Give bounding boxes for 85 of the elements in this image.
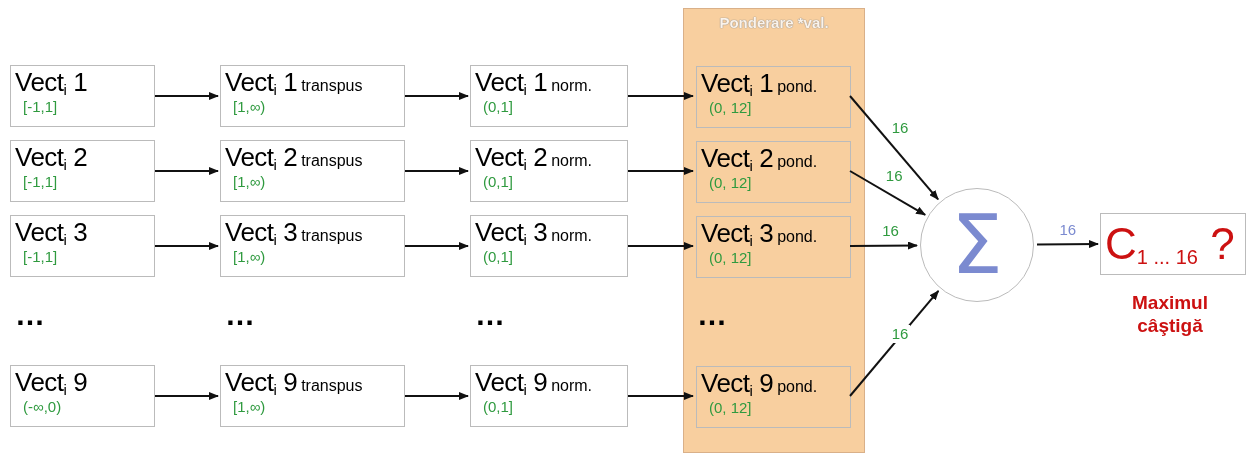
arrow [627, 242, 694, 250]
vector-suffix: pond. [777, 77, 818, 97]
vector-suffix: pond. [777, 227, 818, 247]
vector-suffix: norm. [551, 151, 593, 171]
vector-suffix: pond. [777, 152, 818, 172]
vector-box [696, 141, 851, 203]
vector-box [470, 140, 628, 202]
ellipsis: … [15, 300, 45, 330]
vector-box [10, 65, 155, 127]
weighting-band [683, 8, 865, 453]
value-range: [-1,1] [22, 98, 59, 116]
vector-box [220, 65, 405, 127]
output-caption: Maximul câştigă [1131, 291, 1209, 337]
value-range: [-1,1] [22, 248, 59, 266]
vector-name: Vect$_{i}$ 9 [225, 366, 298, 398]
vector-name: Vect$_{i}$ 3 [701, 217, 774, 249]
vector-name: Vect$_{i}$ 2 [701, 142, 774, 174]
vector-name: Vect$_{i}$ 3 [475, 216, 548, 248]
vector-name: Vect$_{i}$ 1 [701, 67, 774, 99]
vector-suffix: norm. [551, 226, 593, 246]
arrow [627, 92, 694, 100]
vector-box [470, 215, 628, 277]
ellipsis: … [225, 300, 255, 330]
vector-name: Vect$_{i}$ 2 [225, 141, 298, 173]
vector-box [696, 366, 851, 428]
arrow [404, 392, 469, 400]
value-range: (0,1] [482, 248, 514, 266]
value-range: (0,1] [482, 173, 514, 191]
vector-name: Vect$_{i}$ 9 [15, 366, 88, 398]
vector-box [10, 215, 155, 277]
vector-box [10, 140, 155, 202]
value-range: (0, 12] [708, 249, 753, 267]
value-range: (0, 12] [708, 99, 753, 117]
vector-name: Vect$_{i}$ 9 [475, 366, 548, 398]
arrow [404, 242, 469, 250]
vector-name: Vect$_{i}$ 3 [15, 216, 88, 248]
value-range: (-∞,0) [22, 398, 63, 416]
vector-name: Vect$_{i}$ 2 [15, 141, 88, 173]
ellipsis: … [475, 300, 505, 330]
value-range: (0, 12] [708, 174, 753, 192]
arrow [627, 392, 694, 400]
value-range: (0, 12] [708, 399, 753, 417]
arrow [154, 167, 219, 175]
output-box [1100, 213, 1246, 275]
vector-box [470, 365, 628, 427]
arrow [1036, 240, 1099, 249]
vector-suffix: transpus [301, 226, 363, 246]
value-range: [-1,1] [22, 173, 59, 191]
arrow [154, 242, 219, 250]
value-range: [1,∞) [232, 98, 267, 116]
vector-suffix: norm. [551, 76, 593, 96]
vector-box [220, 365, 405, 427]
arrow [154, 392, 219, 400]
vector-name: Vect$_{i}$ 3 [225, 216, 298, 248]
vector-suffix: transpus [301, 76, 363, 96]
vector-name: Vect$_{i}$ 1 [475, 66, 548, 98]
vector-suffix: transpus [301, 151, 363, 171]
vector-box [696, 216, 851, 278]
vector-suffix: norm. [551, 376, 593, 396]
vector-name: Vect$_{i}$ 1 [225, 66, 298, 98]
value-range: (0,1] [482, 398, 514, 416]
edge-label: 16 [889, 324, 911, 343]
sigma-symbol: Σ [951, 204, 1003, 286]
vector-box [220, 140, 405, 202]
vector-name: Vect$_{i}$ 9 [701, 367, 774, 399]
value-range: (0,1] [482, 98, 514, 116]
vector-suffix: transpus [301, 376, 363, 396]
vector-box [696, 66, 851, 128]
value-range: [1,∞) [232, 398, 267, 416]
arrow [154, 92, 219, 100]
value-range: [1,∞) [232, 248, 267, 266]
arrow [404, 92, 469, 100]
vector-box [470, 65, 628, 127]
output-label: C$_{1 ... 16}$ ? [1105, 222, 1235, 266]
vector-name: Vect$_{i}$ 2 [475, 141, 548, 173]
band-heading: Ponderare *val. [718, 13, 830, 32]
arrow [627, 167, 694, 175]
arrow [404, 167, 469, 175]
vector-box [10, 365, 155, 427]
value-range: [1,∞) [232, 173, 267, 191]
vector-box [220, 215, 405, 277]
arrow [849, 241, 918, 250]
ellipsis: … [697, 300, 727, 330]
vector-suffix: pond. [777, 377, 818, 397]
vector-name: Vect$_{i}$ 1 [15, 66, 88, 98]
